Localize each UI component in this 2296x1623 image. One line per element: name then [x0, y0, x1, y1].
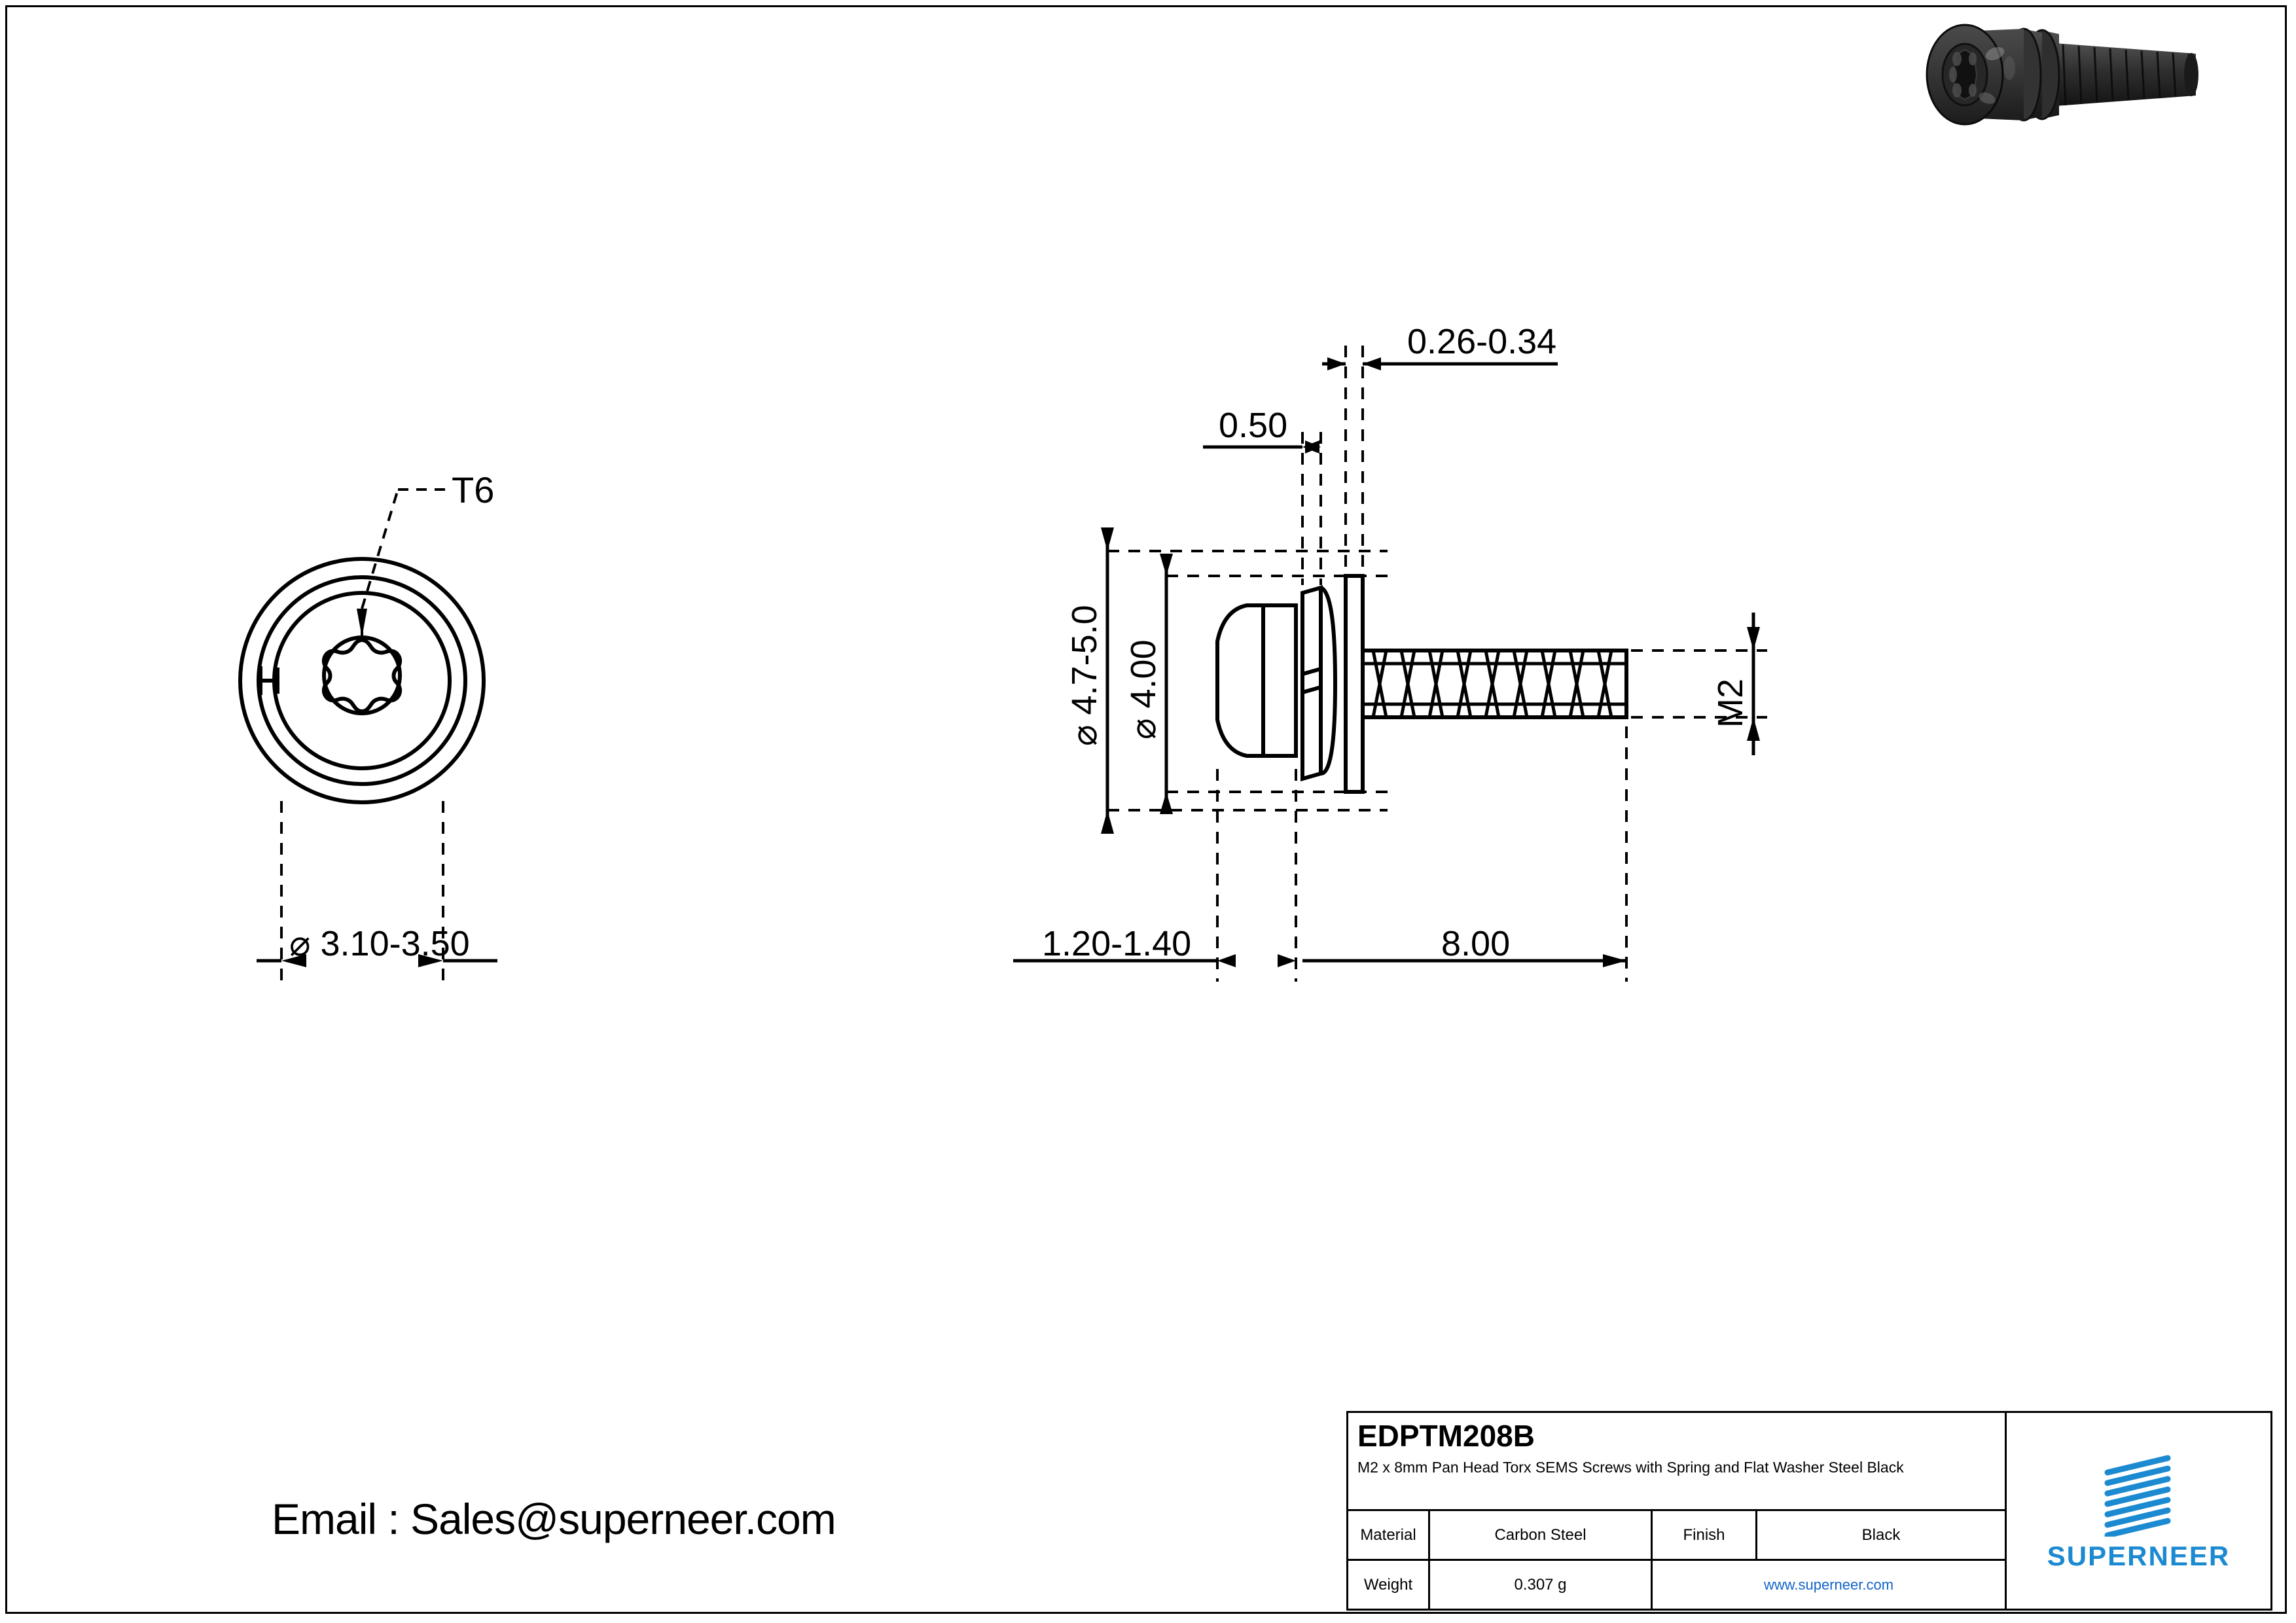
- part-code: EDPTM208B: [1357, 1419, 1535, 1453]
- finish-label: Finish: [1653, 1511, 1757, 1559]
- finish-value: Black: [1861, 1525, 1901, 1544]
- title-block-left: EDPTM208B M2 x 8mm Pan Head Torx SEMS Sc…: [1348, 1413, 2007, 1609]
- contact-email: Email : Sales@superneer.com: [272, 1495, 836, 1543]
- product-3d-render: [1924, 12, 2232, 130]
- weight-label: Weight: [1348, 1561, 1430, 1609]
- part-description: M2 x 8mm Pan Head Torx SEMS Screws with …: [1357, 1459, 1904, 1476]
- sheet-border: [5, 5, 2287, 1614]
- weight-value: 0.307 g: [1430, 1561, 1653, 1609]
- website-link[interactable]: www.superneer.com: [1763, 1576, 1894, 1593]
- brand-name: SUPERNEER: [2047, 1540, 2231, 1571]
- material-label: Material: [1348, 1511, 1430, 1559]
- brand-area: SUPERNEER: [2007, 1413, 2270, 1609]
- title-block-description-area: EDPTM208B M2 x 8mm Pan Head Torx SEMS Sc…: [1348, 1413, 2005, 1511]
- title-block: EDPTM208B M2 x 8mm Pan Head Torx SEMS Sc…: [1346, 1411, 2272, 1611]
- render-pan-head: [1926, 24, 2024, 126]
- title-block-row-material: Material Carbon Steel Finish Black: [1348, 1511, 2005, 1561]
- title-block-row-weight: Weight 0.307 g www.superneer.com: [1348, 1561, 2005, 1609]
- superneer-logo-icon: [2104, 1455, 2170, 1537]
- render-shank: [2055, 43, 2198, 106]
- material-value: Carbon Steel: [1430, 1511, 1653, 1559]
